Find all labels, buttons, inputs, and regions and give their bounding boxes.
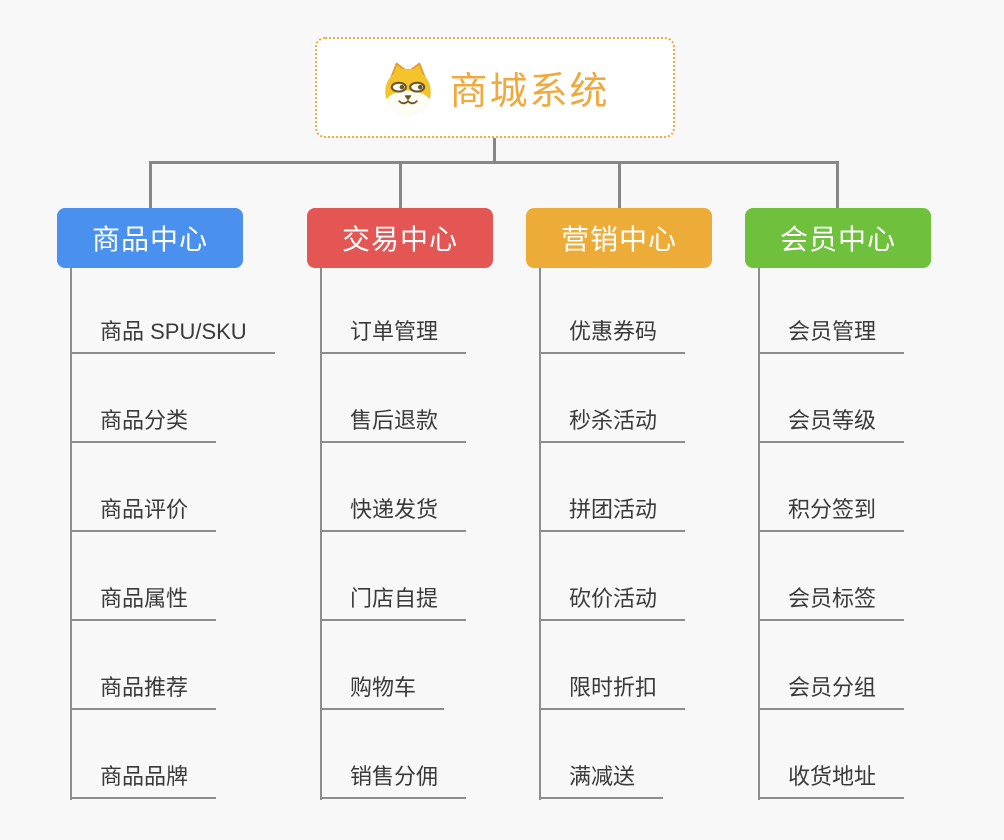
leaf-node[interactable]: 收货地址 — [758, 762, 905, 799]
leaf-node[interactable]: 会员分组 — [758, 673, 905, 710]
leaf-node[interactable]: 商品品牌 — [70, 762, 217, 799]
leaf-node[interactable]: 商品推荐 — [70, 673, 217, 710]
leaf-node[interactable]: 售后退款 — [320, 406, 467, 443]
leaf-node[interactable]: 秒杀活动 — [539, 406, 686, 443]
leaf-node[interactable]: 商品评价 — [70, 495, 217, 532]
leaf-node[interactable]: 商品分类 — [70, 406, 217, 443]
leaf-node[interactable]: 会员等级 — [758, 406, 905, 443]
leaf-node[interactable]: 满减送 — [539, 762, 664, 799]
leaf-node[interactable]: 限时折扣 — [539, 673, 686, 710]
leaf-node[interactable]: 优惠券码 — [539, 317, 686, 354]
trunk-line-trade — [320, 268, 322, 800]
leaf-column-product: 商品 SPU/SKU 商品分类 商品评价 商品属性 商品推荐 商品品牌 — [70, 268, 275, 799]
leaf-node[interactable]: 购物车 — [320, 673, 445, 710]
branch-node-trade-center[interactable]: 交易中心 — [307, 208, 493, 268]
branch-node-member-center[interactable]: 会员中心 — [745, 208, 931, 268]
connector-root-stem — [493, 138, 496, 164]
connector-horizontal-bar — [149, 161, 839, 164]
branch-node-product-center[interactable]: 商品中心 — [57, 208, 243, 268]
trunk-line-member — [758, 268, 760, 800]
leaf-node[interactable]: 订单管理 — [320, 317, 467, 354]
leaf-node[interactable]: 商品属性 — [70, 584, 217, 621]
trunk-line-marketing — [539, 268, 541, 800]
leaf-node[interactable]: 会员标签 — [758, 584, 905, 621]
leaf-node[interactable]: 商品 SPU/SKU — [70, 317, 275, 354]
connector-drop-marketing — [618, 161, 621, 208]
leaf-column-trade: 订单管理 售后退款 快递发货 门店自提 购物车 销售分佣 — [320, 268, 467, 799]
leaf-node[interactable]: 积分签到 — [758, 495, 905, 532]
leaf-node[interactable]: 会员管理 — [758, 317, 905, 354]
root-title: 商城系统 — [449, 71, 610, 113]
connector-drop-trade — [399, 161, 402, 208]
leaf-node[interactable]: 销售分佣 — [320, 762, 467, 799]
doge-icon — [385, 62, 432, 114]
branch-node-marketing-center[interactable]: 营销中心 — [526, 208, 712, 268]
root-node[interactable]: 商城系统 — [315, 37, 675, 138]
leaf-node[interactable]: 拼团活动 — [539, 495, 686, 532]
leaf-column-marketing: 优惠券码 秒杀活动 拼团活动 砍价活动 限时折扣 满减送 — [539, 268, 686, 799]
leaf-node[interactable]: 门店自提 — [320, 584, 467, 621]
connector-drop-member — [836, 161, 839, 208]
leaf-node[interactable]: 砍价活动 — [539, 584, 686, 621]
trunk-line-product — [70, 268, 72, 800]
connector-drop-product — [149, 161, 152, 208]
leaf-column-member: 会员管理 会员等级 积分签到 会员标签 会员分组 收货地址 — [758, 268, 905, 799]
leaf-node[interactable]: 快递发货 — [320, 495, 467, 532]
